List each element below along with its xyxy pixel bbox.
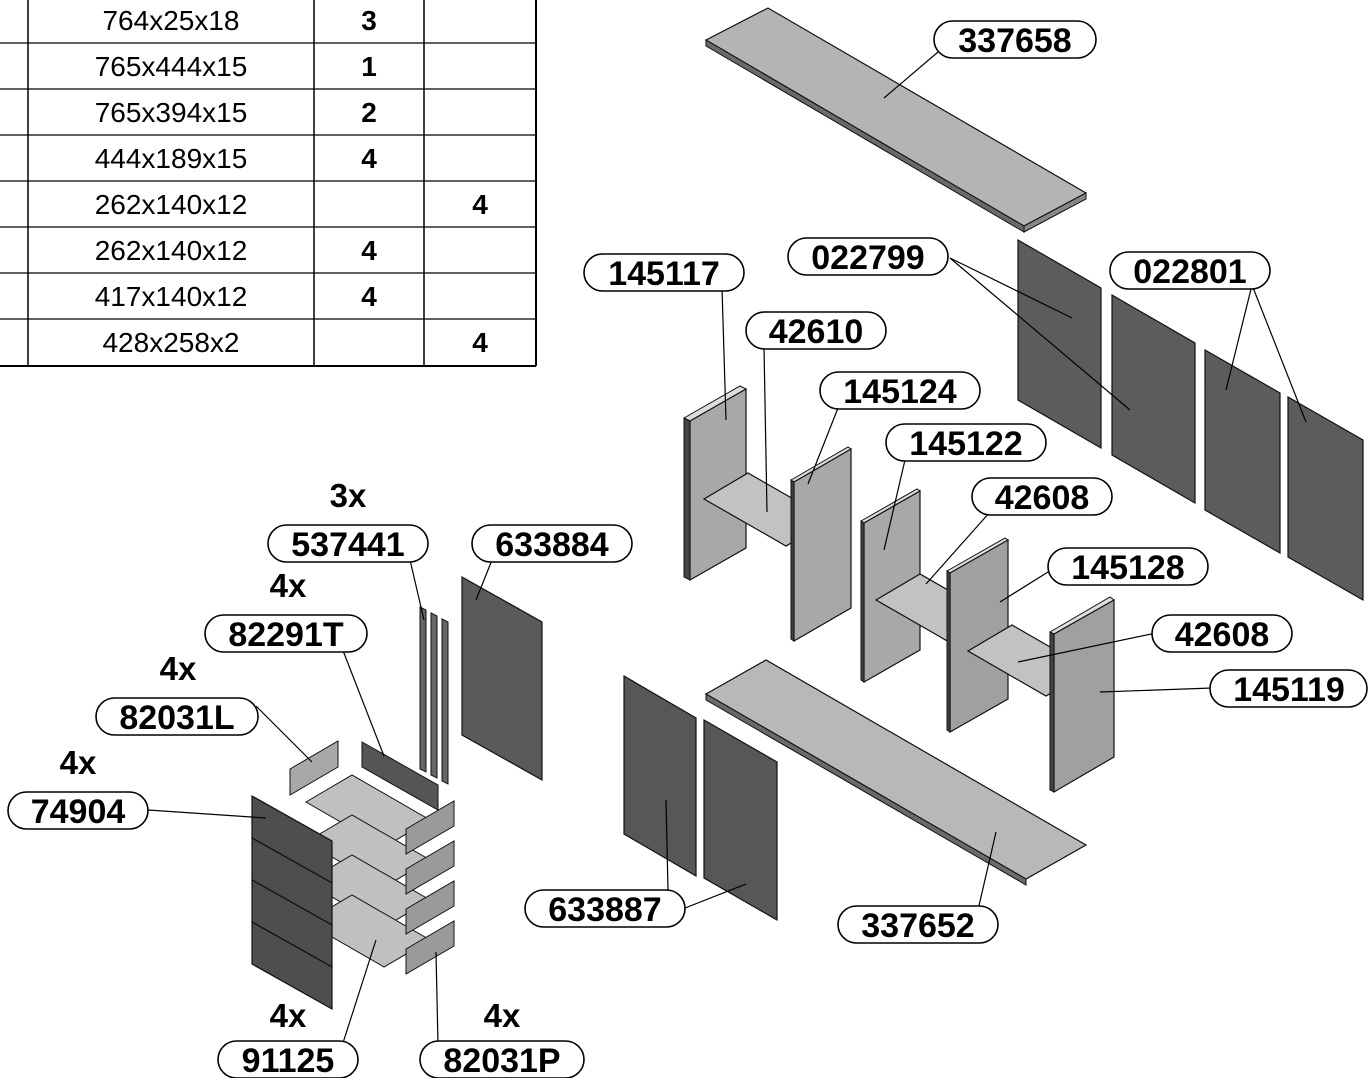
table-cell-qty: 2: [361, 97, 377, 128]
part-number-74904: 74904: [31, 793, 126, 831]
part-number-42608: 42608: [995, 479, 1090, 517]
drawer-side-right: [405, 920, 455, 975]
drawer-front: [251, 920, 333, 1011]
label-pill: [933, 20, 1097, 59]
part-number-337652: 337652: [861, 907, 974, 945]
part-number-022799: 022799: [811, 239, 924, 277]
label-pill: [819, 371, 981, 410]
table-cell-dims: 765x444x15: [95, 51, 248, 82]
table-cell-qty: 3: [361, 5, 377, 36]
quantity-multipliers: 3x 4x 4x 4x 4x 4x: [60, 477, 521, 1034]
side-panel: [793, 447, 852, 643]
rail: [419, 606, 427, 773]
label-pill: [471, 524, 633, 563]
part-number-82031P: 82031P: [443, 1042, 560, 1078]
part-number-82291T: 82291T: [228, 616, 344, 654]
part-number-42610: 42610: [769, 313, 864, 351]
label-pill: [1151, 614, 1293, 653]
label-pill: [583, 253, 745, 292]
part-number-145117: 145117: [608, 255, 720, 293]
parts-table: 764x25x18 3 765x444x15 1 765x394x15 2 44…: [0, 0, 537, 367]
label-pill: [787, 237, 949, 276]
part-number-633887: 633887: [548, 891, 661, 929]
door-panel: [703, 718, 778, 922]
label-pill: [267, 524, 429, 563]
multiplier-82291T: 4x: [270, 567, 307, 604]
drawer-side-left: [289, 740, 339, 796]
table-cell-dims: 262x140x12: [95, 189, 248, 220]
table-cell-dims: 765x394x15: [95, 97, 248, 128]
table-cell-qty: 4: [361, 235, 377, 266]
part-number-145119: 145119: [1233, 671, 1345, 709]
label-pill: [1109, 251, 1271, 290]
label-pill: [745, 311, 887, 350]
multiplier-82031L: 4x: [160, 650, 197, 687]
part-number-633884: 633884: [495, 526, 609, 564]
label-pill: [1209, 669, 1368, 708]
table-cell-qty: 1: [361, 51, 377, 82]
panels: [251, 7, 1364, 1011]
back-panel: [461, 575, 543, 782]
part-number-337658: 337658: [958, 22, 1071, 60]
multiplier-82031P: 4x: [484, 997, 521, 1034]
side-panel: [1053, 598, 1115, 794]
label-pill: [95, 697, 259, 736]
back-panel: [1017, 238, 1102, 450]
part-number-022801: 022801: [1133, 253, 1246, 291]
leader-lines: [147, 51, 1307, 1047]
door-panel: [623, 674, 697, 878]
part-number-145128: 145128: [1071, 549, 1184, 587]
label-pill: [885, 423, 1047, 462]
part-number-42608: 42608: [1175, 616, 1270, 654]
table-cell-dims: 417x140x12: [95, 281, 248, 312]
table-cell-qty: 4: [472, 327, 488, 358]
back-panel: [1111, 293, 1196, 505]
label-pill: [971, 477, 1113, 516]
drawer-side-right: [405, 880, 455, 935]
part-labels: 337658 145117 022799 022801 42610 145124…: [7, 20, 1368, 1080]
multiplier-74904: 4x: [60, 744, 97, 781]
table-cell-dims: 764x25x18: [102, 5, 239, 36]
label-pill: [7, 791, 149, 830]
part-number-537441: 537441: [291, 526, 404, 564]
multiplier-537441: 3x: [330, 477, 367, 514]
label-pill: [1047, 547, 1209, 586]
drawer-side-right: [405, 840, 455, 895]
label-pill: [524, 889, 686, 928]
table-cell-dims: 262x140x12: [95, 235, 248, 266]
back-panel: [1287, 395, 1364, 602]
label-pill: [204, 614, 368, 653]
table-cell-qty: 4: [361, 143, 377, 174]
drawer-side-right: [405, 800, 455, 855]
table-cell-qty: 4: [472, 189, 488, 220]
back-panel: [1204, 348, 1281, 555]
table-cell-dims: 444x189x15: [95, 143, 248, 174]
multiplier-91125: 4x: [270, 997, 307, 1034]
part-number-82031L: 82031L: [119, 699, 234, 737]
part-number-91125: 91125: [242, 1042, 335, 1078]
table-cell-qty: 4: [361, 281, 377, 312]
label-pill: [837, 905, 999, 944]
part-number-145122: 145122: [909, 425, 1022, 463]
table-cell-dims: 428x258x2: [102, 327, 239, 358]
rail: [441, 618, 449, 785]
rail: [430, 612, 438, 779]
part-number-145124: 145124: [843, 373, 957, 411]
